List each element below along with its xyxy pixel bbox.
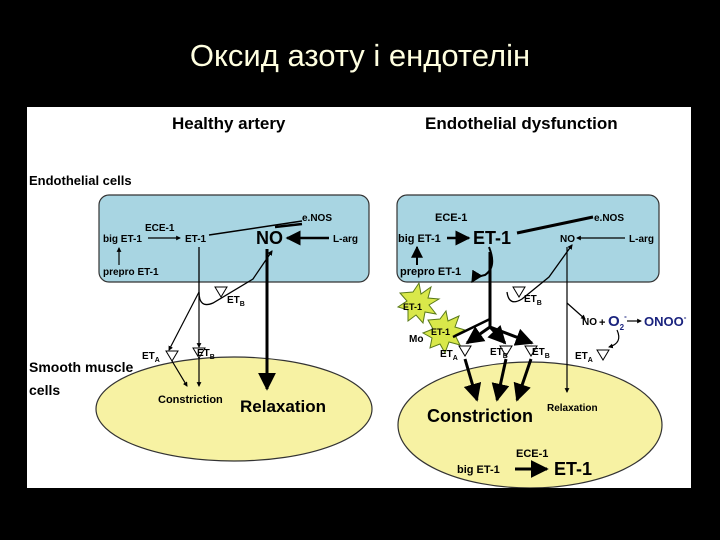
heading-healthy: Healthy artery [172,114,286,133]
dys-mo-label: Mo [409,334,423,345]
healthy-endothelial-box [98,194,370,283]
healthy-eta-receptor-icon [165,350,179,362]
dys-eta-label: ETA [440,349,458,362]
dys-no-to-no2-arrow [566,302,586,320]
dys-relaxation-label: Relaxation [547,403,598,414]
dys-eta-right-receptor-icon [596,349,610,361]
dys-ece1-smc-label: ECE-1 [516,448,548,460]
dys-o2-label: O2- [608,312,627,332]
dys-constriction-label: Constriction [427,406,533,426]
healthy-et1-to-eta-arrow [168,291,200,351]
dys-larg-label: L-arg [629,234,654,245]
dys-et1-smc-label: ET-1 [554,459,592,479]
dys-et1-enos-line [516,215,594,235]
dys-eta-right-label: ETA [575,351,593,364]
dys-et1-to-etb2-arrow [489,325,534,346]
dys-big-et1-smc-label: big ET-1 [457,464,500,476]
healthy-etb-endo-receptor-icon [214,286,228,298]
dys-star2-label: ET-1 [431,327,450,337]
healthy-no-label: NO [256,228,283,248]
dys-etb2-receptor-icon [524,345,538,357]
healthy-etb-receptor-icon [192,347,206,359]
dys-etb1-to-constriction-arrow [491,358,510,402]
healthy-et1-label: ET-1 [185,234,207,245]
diagram-svg: Healthy artery Endothelial dysfunction E… [29,114,687,488]
healthy-prepro-label: prepro ET-1 [103,267,159,278]
dys-big-et1-label: big ET-1 [398,233,441,245]
dys-etb1-receptor-icon [499,345,513,357]
dys-etb2-label: ETB [532,347,550,360]
dys-eta-receptor-icon [458,345,472,357]
dys-onoo-label: ONOO- [644,313,687,329]
dys-et1-feedback-arrow [471,246,494,284]
healthy-big-et1-label: big ET-1 [103,234,142,245]
dys-plus-label: + [599,317,605,329]
dys-et1-to-eta-arrow [465,325,491,345]
healthy-enos-line [274,222,303,229]
dys-o2-curve-arrow [608,329,620,349]
dys-etb1-label: ETB [490,347,508,360]
dys-et1-label: ET-1 [473,228,511,248]
dys-et1-to-etb-arrow [487,325,507,345]
dys-etb-pathway-line [506,244,573,303]
label-smooth-muscle: Smooth muscle [29,359,133,375]
healthy-relaxation-label: Relaxation [240,397,326,416]
healthy-eta-to-constriction-arrow [171,360,188,387]
healthy-ece1-label: ECE-1 [145,223,175,234]
dysfunction-endothelial-box [396,194,660,283]
healthy-etb-label: ETB [197,348,215,361]
healthy-eta-label: ETA [142,351,160,364]
heading-dysfunction: Endothelial dysfunction [425,114,618,133]
slide-title: Оксид азоту і ендотелін [189,38,531,73]
dys-enos-label: e.NOS [594,213,624,224]
healthy-larg-label: L-arg [333,234,358,245]
label-cells: cells [29,382,60,398]
dys-etb-endo-label: ETB [524,294,542,307]
dys-etb2-to-constriction-arrow [513,358,533,402]
healthy-enos-label: e.NOS [302,213,332,224]
dys-no-label: NO [560,234,575,245]
healthy-smooth-muscle-ellipse [95,356,373,462]
dys-etb-endo-receptor-icon [512,286,526,298]
healthy-et1-enos-line [208,220,303,236]
dys-star-to-et1-line [452,317,491,339]
label-endothelial-cells: Endothelial cells [29,173,132,188]
diagram-figure: Healthy artery Endothelial dysfunction E… [27,107,691,488]
dys-eta-to-constriction-arrow [463,358,482,402]
dys-et1-star2-icon [421,309,467,355]
dys-no2-label: NO [582,317,597,328]
dys-et1-star-icon [396,281,441,325]
healthy-constriction-label: Constriction [158,394,223,406]
dys-star1-label: ET-1 [403,302,422,312]
dys-prepro-label: prepro ET-1 [400,266,461,278]
dys-ece1-label: ECE-1 [435,212,467,224]
healthy-etb-endo-label: ETB [227,295,245,308]
